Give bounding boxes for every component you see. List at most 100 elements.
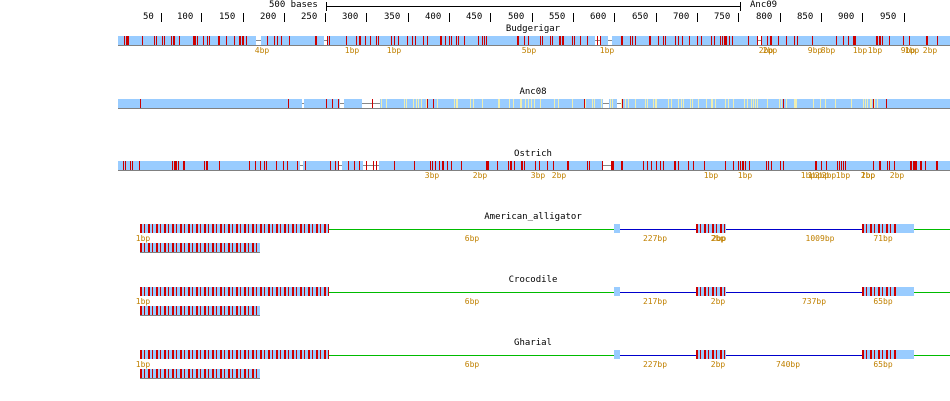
substitution-mark	[663, 161, 664, 170]
substitution-mark	[786, 36, 787, 45]
aligned-block	[140, 350, 329, 359]
substitution-mark	[164, 36, 165, 45]
substitution-mark	[427, 36, 428, 45]
substitution-mark	[916, 161, 917, 170]
low-quality-mark	[796, 99, 797, 108]
substitution-mark	[441, 36, 442, 45]
substitution-mark	[184, 161, 185, 170]
substitution-mark	[688, 161, 689, 170]
single-gap-line	[329, 292, 614, 293]
gap-size-label: 1bp	[135, 234, 151, 243]
gap-size-label: 1bp	[860, 171, 876, 180]
substitution-mark	[855, 36, 856, 45]
low-quality-mark	[601, 99, 602, 108]
substitution-mark	[288, 99, 289, 108]
substitution-mark	[880, 36, 881, 45]
substitution-mark	[486, 161, 487, 170]
substitution-mark	[378, 36, 379, 45]
substitution-mark	[326, 99, 327, 108]
gap-size-label: 2bp	[711, 234, 727, 243]
substitution-mark	[207, 36, 208, 45]
gap-size-label: 65bp	[873, 360, 893, 369]
substitution-mark	[547, 161, 548, 170]
ruler-tick	[449, 13, 450, 22]
substitution-mark	[510, 161, 511, 170]
low-quality-mark	[715, 99, 716, 108]
substitution-mark	[841, 161, 842, 170]
substitution-mark	[563, 36, 564, 45]
substitution-mark	[226, 36, 227, 45]
gap-size-label: 1bp	[737, 171, 753, 180]
substitution-mark	[260, 161, 261, 170]
substitution-mark	[873, 99, 874, 108]
substitution-mark	[517, 36, 518, 45]
substitution-mark	[439, 161, 440, 170]
aligned-block	[696, 287, 726, 296]
substitution-mark	[415, 36, 416, 45]
substitution-mark	[921, 161, 922, 170]
low-quality-mark	[498, 99, 499, 108]
double-gap-line	[620, 355, 696, 356]
substitution-mark	[132, 161, 133, 170]
substitution-mark	[359, 161, 360, 170]
substitution-mark	[651, 161, 652, 170]
substitution-mark	[335, 161, 336, 170]
track-title: Gharial	[514, 338, 552, 348]
low-quality-mark	[698, 99, 699, 108]
substitution-mark	[528, 36, 529, 45]
substitution-mark	[445, 36, 446, 45]
substitution-mark	[175, 161, 176, 170]
substitution-mark	[142, 36, 143, 45]
substitution-mark	[761, 36, 762, 45]
substitution-mark	[414, 161, 415, 170]
substitution-mark	[246, 36, 247, 45]
gap-size-label: 740bp	[775, 360, 801, 369]
substitution-mark	[376, 161, 377, 170]
substitution-mark	[305, 161, 306, 170]
low-quality-mark	[386, 99, 387, 108]
low-quality-mark	[744, 99, 745, 108]
substitution-mark	[836, 36, 837, 45]
substitution-mark	[195, 36, 196, 45]
substitution-mark	[497, 161, 498, 170]
low-quality-mark	[753, 99, 754, 108]
ruler-tick-label: 200	[260, 12, 277, 22]
ruler-tick-label: 900	[838, 12, 855, 22]
substitution-mark	[783, 99, 784, 108]
alignment-gap-line	[608, 40, 612, 41]
gap-size-label: 227bp	[642, 234, 668, 243]
substitution-mark	[139, 161, 140, 170]
single-gap-line	[914, 229, 950, 230]
gap-size-label: 2bp	[889, 171, 905, 180]
ruler-tick	[573, 13, 574, 22]
substitution-mark	[738, 161, 739, 170]
gap-size-label: 1bp	[852, 46, 868, 55]
low-quality-mark	[725, 99, 726, 108]
substitution-mark	[587, 36, 588, 45]
substitution-mark	[197, 36, 198, 45]
aligned-block	[118, 36, 950, 45]
substitution-mark	[508, 161, 509, 170]
substitution-mark	[330, 161, 331, 170]
substitution-mark	[843, 36, 844, 45]
low-quality-mark	[592, 99, 593, 108]
low-quality-mark	[540, 99, 541, 108]
gap-size-label: 6bp	[464, 234, 480, 243]
substitution-mark	[771, 36, 772, 45]
substitution-mark	[370, 36, 371, 45]
low-quality-mark	[690, 99, 691, 108]
low-quality-mark	[456, 99, 457, 108]
substitution-mark	[239, 36, 240, 45]
substitution-mark	[853, 36, 854, 45]
substitution-mark	[714, 36, 715, 45]
substitution-mark	[316, 36, 317, 45]
substitution-mark	[276, 161, 277, 170]
substitution-mark	[154, 36, 155, 45]
low-quality-mark	[728, 99, 729, 108]
alignment-gap-line	[617, 103, 621, 104]
substitution-mark	[338, 161, 339, 170]
substitution-mark	[724, 36, 725, 45]
track-title: Ostrich	[514, 149, 552, 159]
substitution-mark	[650, 36, 651, 45]
low-quality-mark	[874, 99, 875, 108]
